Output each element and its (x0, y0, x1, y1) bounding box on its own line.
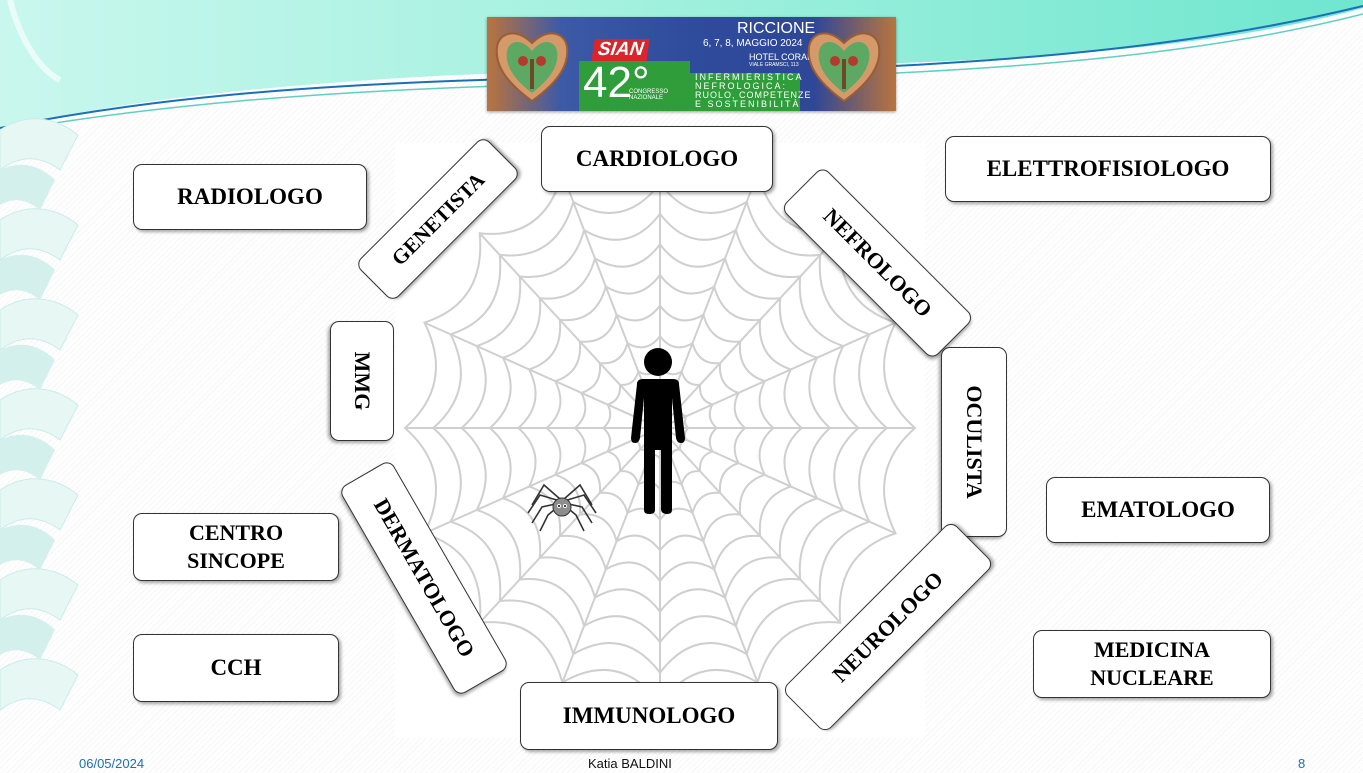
edition-subtitle: CONGRESSO NAZIONALE (629, 89, 669, 101)
theme-line-1: INFERMIERISTICA (695, 72, 804, 82)
banner-green-block (579, 61, 690, 111)
venue: HOTEL CORALLO (749, 52, 825, 62)
congress-banner: SIAN 42° CONGRESSO NAZIONALE RICCIONE 6,… (487, 17, 896, 111)
label-medicina-nucleare: MEDICINA NUCLEARE (1033, 630, 1271, 698)
banner-green-block-2 (690, 73, 800, 111)
label-mmg: MMG (330, 321, 394, 441)
theme-line-4: E SOSTENIBILITÀ (695, 99, 801, 109)
footer-author: Katia BALDINI (588, 756, 672, 771)
label-immunologo: IMMUNOLOGO (520, 682, 778, 750)
person-icon (631, 348, 685, 514)
footer-page-number: 8 (1298, 756, 1306, 771)
spider-icon (527, 483, 597, 532)
address: VIALE GRAMSCI, 113 (749, 62, 799, 68)
label-cch: CCH (133, 634, 339, 702)
heart-hands-icon (495, 32, 569, 103)
heart-hands-icon (807, 32, 881, 103)
label-ematologo: EMATOLOGO (1046, 477, 1270, 543)
theme-line-3: RUOLO, COMPETENZE (695, 90, 812, 100)
label-centro-sincope: CENTRO SINCOPE (133, 513, 339, 581)
left-decoration (0, 118, 79, 711)
footer-date: 06/05/2024 (79, 756, 145, 771)
edition-number: 42° (583, 58, 650, 107)
label-oculista: OCULISTA (941, 347, 1007, 537)
label-cardiologo: CARDIOLOGO (541, 126, 773, 192)
city: RICCIONE (737, 20, 816, 37)
dates: 6, 7, 8, MAGGIO 2024 (703, 38, 803, 49)
label-elettrofisiologo: ELETTROFISIOLOGO (945, 136, 1271, 202)
label-radiologo: RADIOLOGO (133, 164, 367, 230)
theme-line-2: NEFROLOGICA: (695, 81, 788, 91)
